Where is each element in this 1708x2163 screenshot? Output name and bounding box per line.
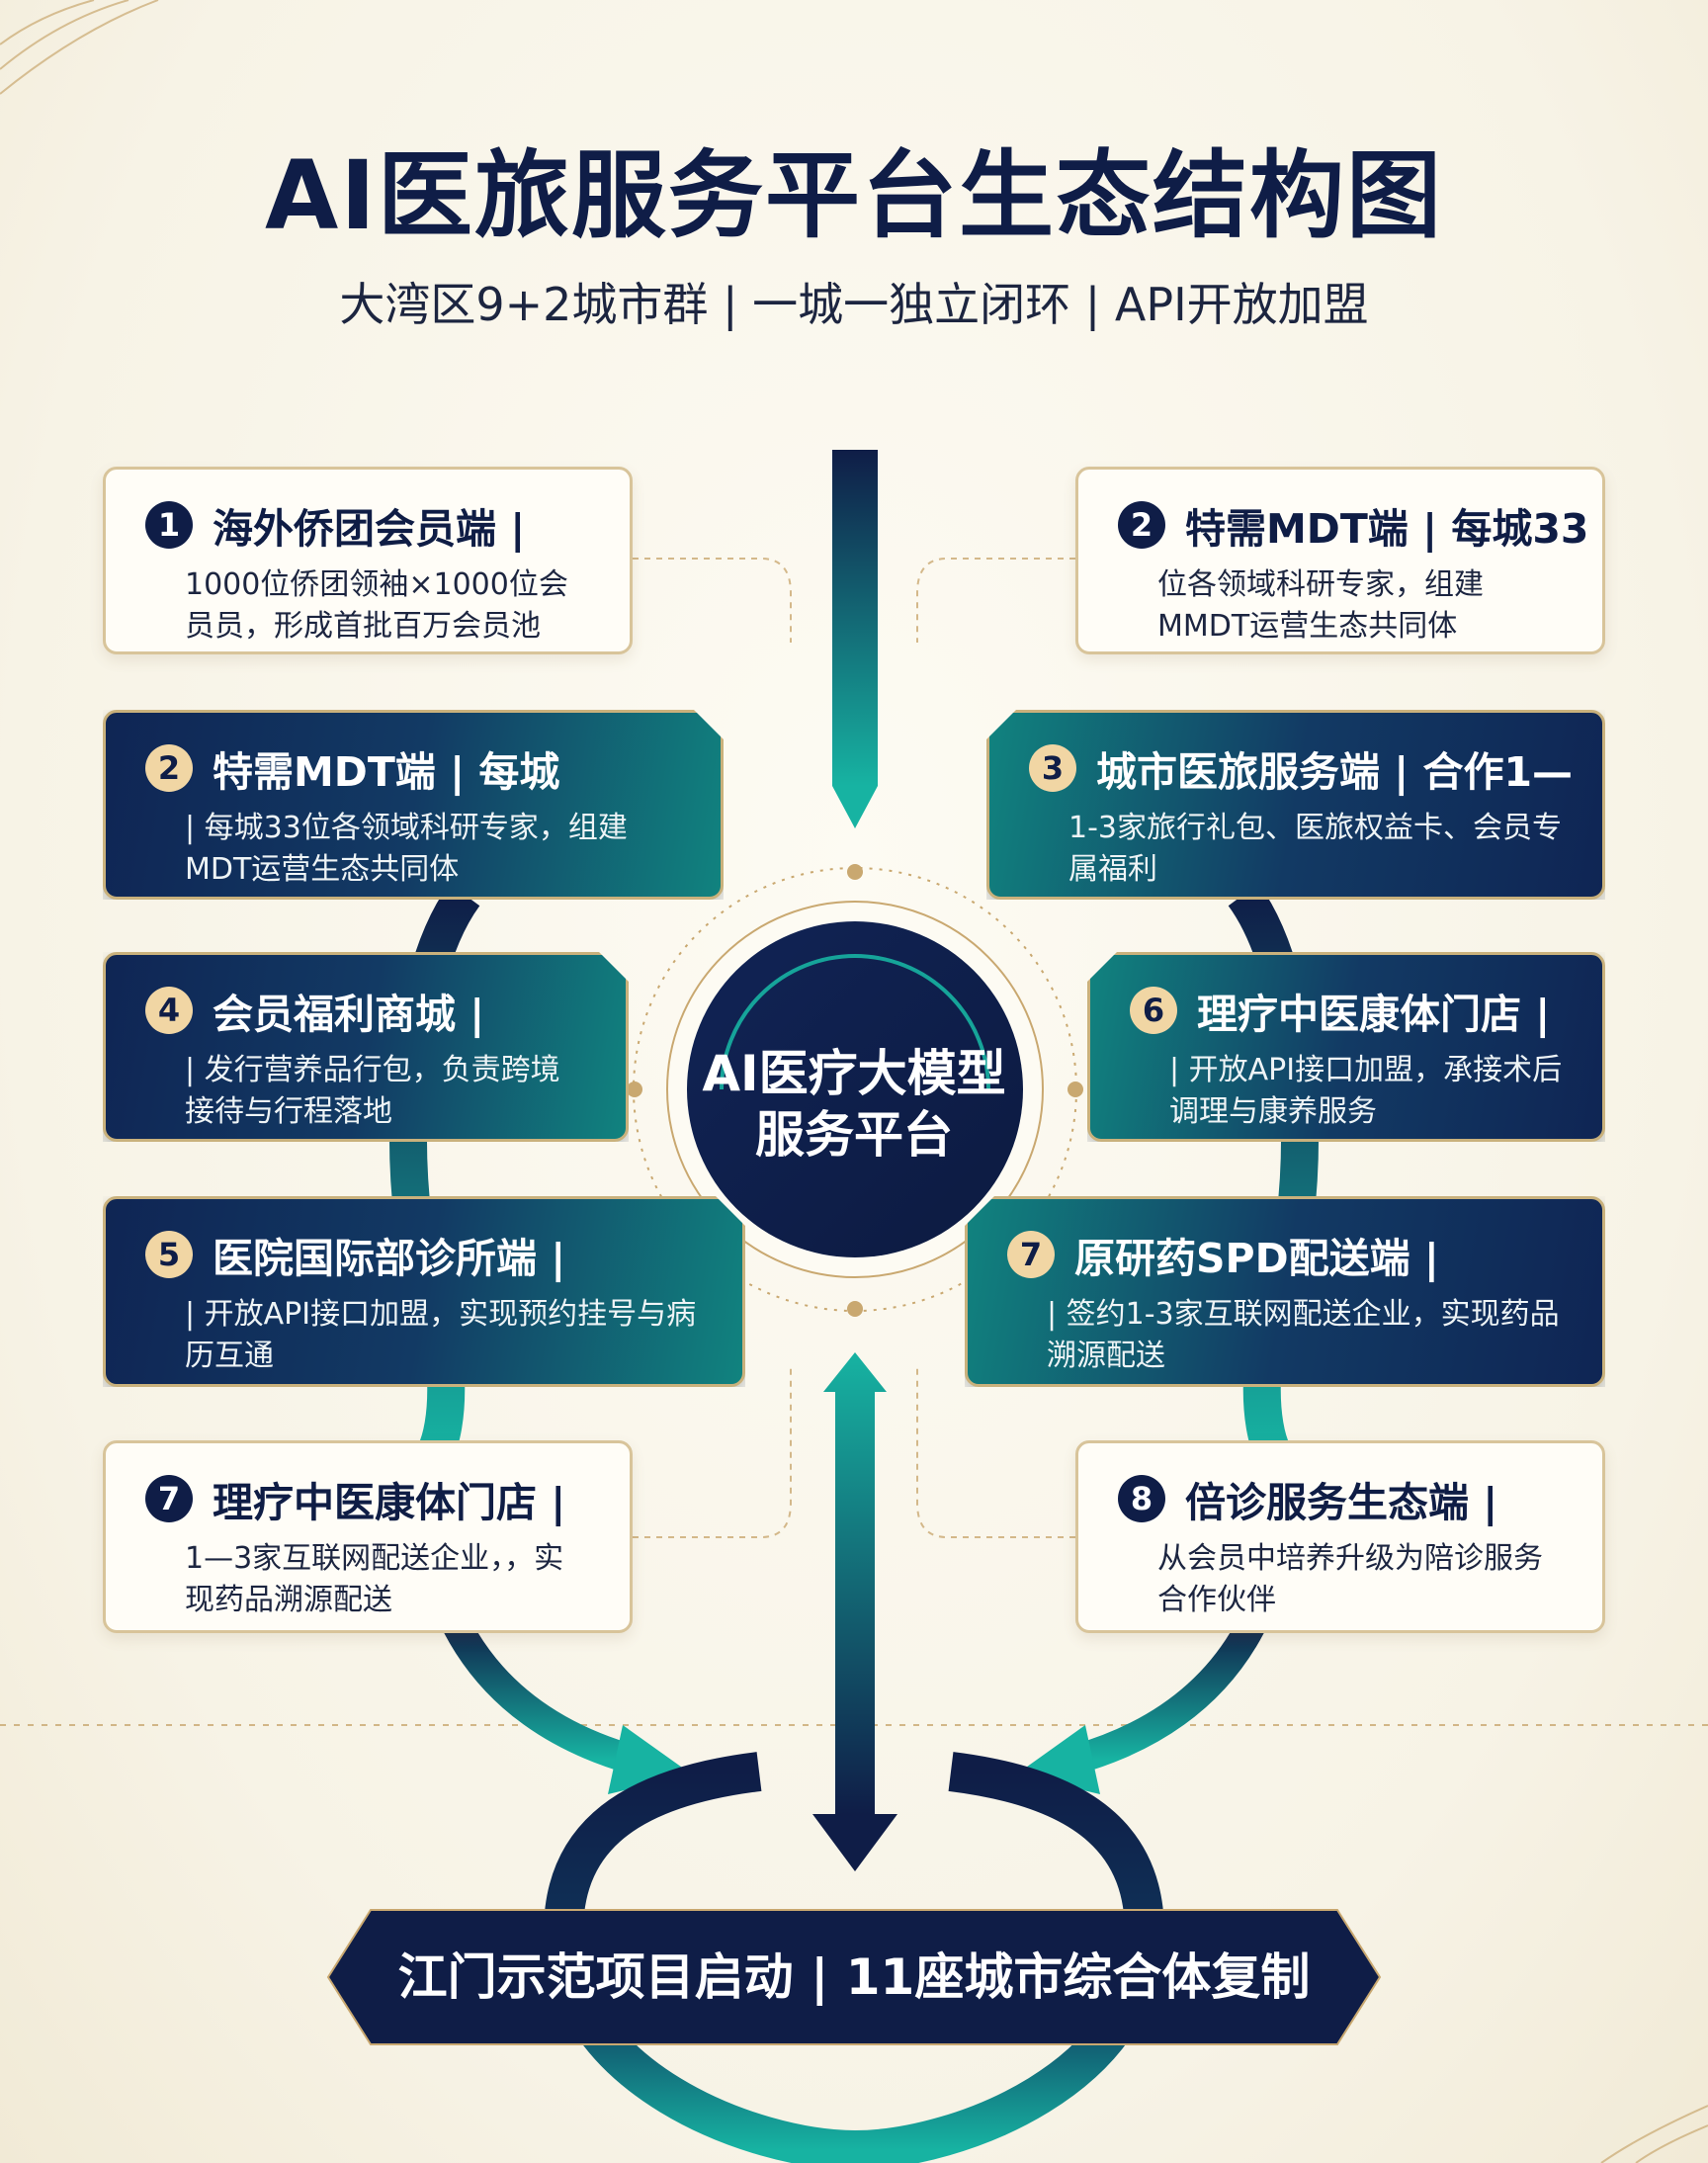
card-spd-delivery: 7 原研药SPD配送端 | | 签约1-3家互联网配送企业，实现药品溯源配送 [965,1196,1605,1387]
corner-ornament-bottom-right [1600,2105,1708,2163]
card-description: | 签约1-3家互联网配送企业，实现药品溯源配送 [1047,1297,1560,1373]
number-badge: 3 [1029,744,1076,792]
card-hospital-clinic: 5 医院国际部诊所端 | | 开放API接口加盟，实现预约挂号与病历互通 [103,1196,745,1387]
card-title: 倍诊服务生态端 | [1185,1479,1498,1526]
hub-dot-bottom [847,1301,863,1317]
card-tcm-store-right: 6 理疗中医康体门店 | | 开放API接口加盟，承接术后调理与康养服务 [1087,952,1605,1142]
card-title: 原研药SPD配送端 | [1074,1235,1439,1282]
card-member-mall: 4 会员福利商城 | | 发行营养品行包，负责跨境接待与行程落地 [103,952,629,1142]
hub-teal-arc [720,954,990,1090]
card-description: 从会员中培养升级为陪诊服务合作伙伴 [1157,1541,1543,1617]
number-badge: 8 [1118,1475,1165,1522]
bottom-arrow-head [812,1814,897,1871]
card-description: 1000位侨团领袖×1000位会员员，形成首批百万会员池 [185,567,568,644]
dashed-links [633,558,1075,1538]
number-badge: 6 [1130,987,1177,1034]
card-title: 理疗中医康体门店 | [1197,991,1551,1038]
bottom-banner-shape [326,1909,1382,2045]
hub-dot-left [627,1082,642,1097]
card-overseas-member: 1 海外侨团会员端 | 1000位侨团领袖×1000位会员员，形成首批百万会员池 [103,467,633,654]
number-badge: 7 [145,1475,193,1522]
card-title: 理疗中医康体门店 | [213,1479,566,1526]
page-subtitle: 大湾区9+2城市群 | 一城一独立闭环 | API开放加盟 [339,278,1369,331]
card-mdt-right: 2 特需MDT端 | 每城33 位各领域科研专家，组建MMDT运营生态共同体 [1075,467,1605,654]
card-description: | 开放API接口加盟，承接术后调理与康养服务 [1169,1053,1563,1129]
top-arrow-head [832,786,878,828]
bottom-loop [543,1752,1165,2163]
card-title: 特需MDT端 | 每城 [213,748,560,796]
card-title: 城市医旅服务端 | 合作1— [1096,748,1574,796]
card-description: 1—3家互联网配送企业，，实现药品溯源配送 [185,1541,564,1617]
number-badge: 2 [145,744,193,792]
card-escort-service: 8 倍诊服务生态端 | 从会员中培养升级为陪诊服务合作伙伴 [1075,1440,1605,1633]
number-badge: 5 [145,1231,193,1278]
bottom-vertical-arrow [823,1352,887,1814]
card-city-travel: 3 城市医旅服务端 | 合作1— 1-3家旅行礼包、医旅权益卡、会员专属福利 [986,710,1605,900]
number-badge: 2 [1118,501,1165,549]
hub-dot-top [847,864,863,880]
hub-dot-right [1068,1082,1083,1097]
bottom-banner-text: 江门示范项目启动 | 11座城市综合体复制 [397,1948,1311,2006]
card-title: 特需MDT端 | 每城33 [1185,505,1589,553]
corner-ornament-top-left [0,0,159,95]
card-description: | 每城33位各领域科研专家，组建MDT运营生态共同体 [185,811,628,887]
card-title: 海外侨团会员端 | [213,505,526,553]
hub-label-line1: AI医疗大模型 [702,1045,1006,1102]
card-title: 会员福利商城 | [213,991,485,1038]
card-tcm-store-left: 7 理疗中医康体门店 | 1—3家互联网配送企业，，实现药品溯源配送 [103,1440,633,1633]
card-description: 位各领域科研专家，组建MMDT运营生态共同体 [1157,567,1484,644]
hub-label-line2: 服务平台 [755,1106,953,1164]
hub-circle [687,921,1023,1257]
hub-label: AI医疗大模型 服务平台 [656,1043,1052,1166]
card-title: 医院国际部诊所端 | [213,1235,566,1282]
card-description: | 开放API接口加盟，实现预约挂号与病历互通 [185,1297,697,1373]
card-description: 1-3家旅行礼包、医旅权益卡、会员专属福利 [1068,811,1562,887]
number-badge: 1 [145,501,193,549]
card-mdt-left: 2 特需MDT端 | 每城 | 每城33位各领域科研专家，组建MDT运营生态共同体 [103,710,724,900]
right-arrow-curve [1070,1614,1267,1774]
top-vertical-arrow [832,450,878,786]
card-description: | 发行营养品行包，负责跨境接待与行程落地 [185,1053,560,1129]
left-arrow-curve [441,1614,638,1774]
number-badge: 7 [1007,1231,1055,1278]
page-title: AI医旅服务平台生态结构图 [264,140,1443,251]
number-badge: 4 [145,987,193,1034]
